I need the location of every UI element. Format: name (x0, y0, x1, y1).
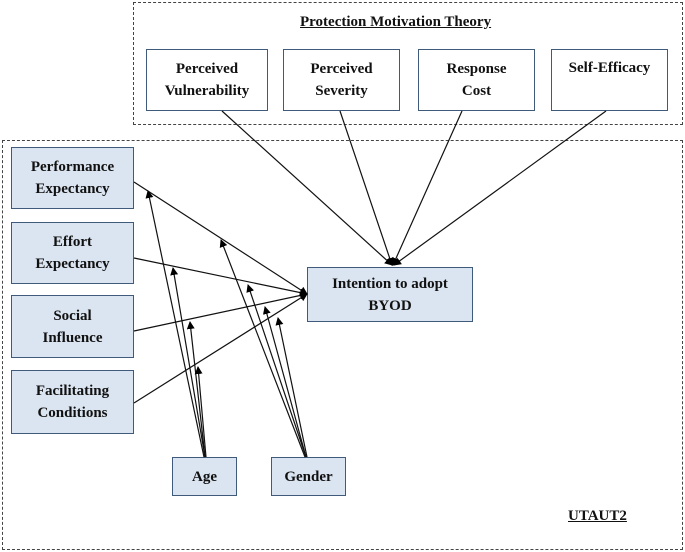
utaut2-group (2, 140, 683, 550)
edge-gender-mod-pe (219, 239, 306, 458)
edge-gender-mod-si (262, 306, 307, 458)
outcome-intention-byod: Intention to adopt BYOD (307, 267, 473, 322)
edge-rc-intent (392, 110, 463, 266)
construct-facilitating-conditions: Facilitating Conditions (11, 370, 134, 434)
edge-age-mod-pe (145, 190, 205, 458)
edge-si-intent (133, 291, 308, 332)
pmt-group (133, 2, 683, 125)
edge-age-mod-fc (194, 366, 207, 458)
construct-effort-expectancy: Effort Expectancy (11, 222, 134, 284)
construct-perceived-vulnerability: Perceived Vulnerability (146, 49, 268, 111)
edge-ps-intent (339, 110, 394, 266)
edge-age-mod-si (186, 321, 206, 458)
edge-gender-mod-ee (246, 284, 307, 458)
edge-fc-intent (133, 293, 308, 404)
edge-pv-intent (221, 110, 393, 266)
construct-social-influence: Social Influence (11, 295, 134, 358)
edge-pe-intent (133, 181, 308, 295)
construct-perceived-severity: Perceived Severity (283, 49, 400, 111)
moderator-gender: Gender (271, 457, 346, 496)
construct-response-cost: Response Cost (418, 49, 535, 111)
pmt-title: Protection Motivation Theory (300, 14, 492, 30)
edge-age-mod-ee (170, 267, 206, 458)
edge-se-intent (393, 110, 607, 266)
edge-ee-intent (133, 257, 308, 297)
moderator-age: Age (172, 457, 237, 496)
edge-gender-mod-fc (275, 317, 308, 458)
construct-performance-expectancy: Performance Expectancy (11, 147, 134, 209)
construct-self-efficacy: Self-Efficacy (551, 49, 668, 111)
utaut2-title: UTAUT2 (568, 508, 627, 524)
